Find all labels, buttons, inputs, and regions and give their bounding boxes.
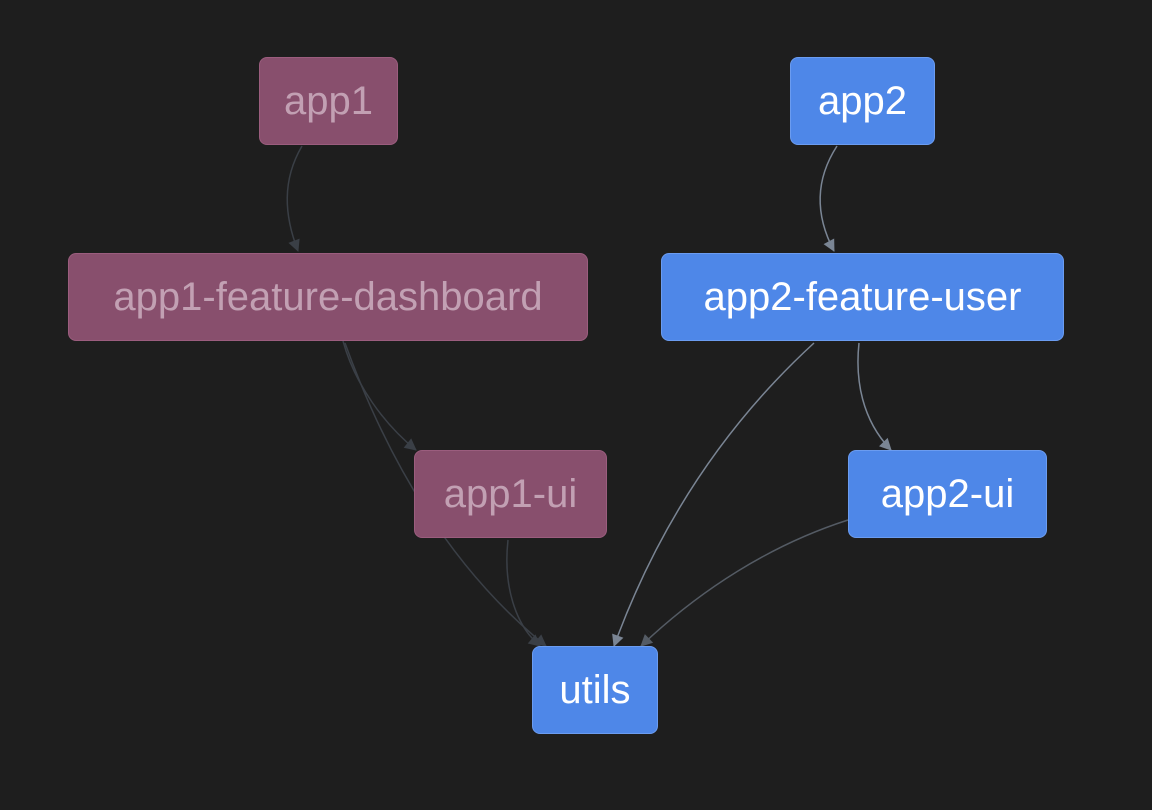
node-app2[interactable]: app2 <box>790 57 935 145</box>
node-app2-feature-user[interactable]: app2-feature-user <box>661 253 1064 341</box>
node-app2-ui[interactable]: app2-ui <box>848 450 1047 538</box>
edge-app1-feature-dashboard-to-app1-ui <box>342 340 417 451</box>
edge-app1-ui-to-utils <box>506 539 541 647</box>
edge-app2-feature-user-to-utils <box>612 342 815 647</box>
node-app1[interactable]: app1 <box>259 57 398 145</box>
edge-app2-to-app2-feature-user <box>819 145 838 252</box>
node-app1-ui[interactable]: app1-ui <box>414 450 607 538</box>
edge-app2-feature-user-to-app2-ui <box>857 342 892 451</box>
edge-app1-to-app1-feature-dashboard <box>286 145 303 252</box>
node-app1-feature-dashboard[interactable]: app1-feature-dashboard <box>68 253 588 341</box>
node-utils[interactable]: utils <box>532 646 658 734</box>
edge-app2-ui-to-utils <box>640 519 849 647</box>
